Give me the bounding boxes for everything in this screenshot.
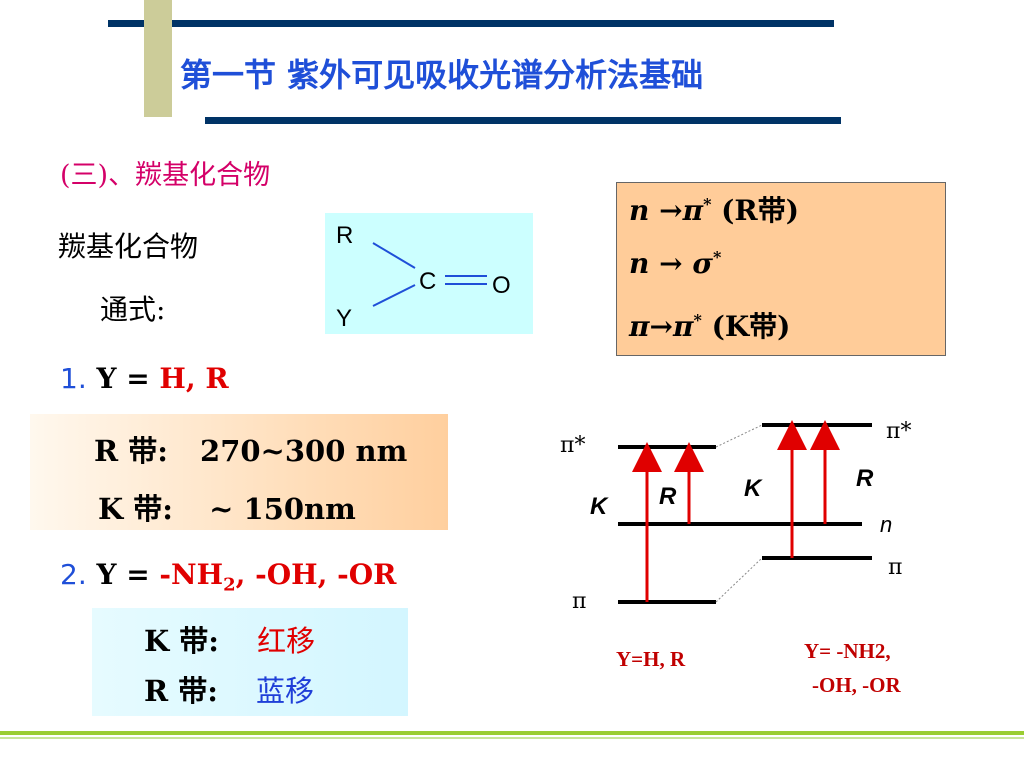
- case2-y-prefix: Y =: [86, 558, 160, 591]
- right-pi-star-label: π*: [886, 419, 911, 444]
- transition-3-band: (K带): [701, 310, 791, 343]
- case1-r-band: R 带: 270~300 nm: [94, 428, 407, 470]
- case2-r-band-label: R 带:: [144, 674, 218, 708]
- transition-3-sup: *: [693, 310, 702, 330]
- right-r-label: R: [856, 465, 874, 492]
- right-n-label: n: [880, 512, 892, 537]
- right-caption-line1: Y= -NH2,: [804, 639, 891, 663]
- energy-level-diagram: π* π π* n π K R K R Y=H, R Y= -NH2, -OH,…: [560, 419, 911, 697]
- case2-k-band: K 带: 红移: [144, 618, 315, 660]
- case2-k-band-label: K 带:: [144, 624, 220, 658]
- right-k-label: K: [744, 475, 763, 502]
- connector-pi: [715, 557, 763, 603]
- case2-r-band: R 带: 蓝移: [144, 668, 314, 710]
- transitions-box: n →π* (R带) n → σ* π→π* (K带): [616, 182, 946, 356]
- left-caption: Y=H, R: [616, 647, 686, 671]
- bond-r-c: [372, 242, 416, 269]
- transition-pi-pi-star: π→π* (K带): [629, 305, 790, 345]
- case1-r-band-value: 270~300 nm: [200, 434, 408, 468]
- case1-r-band-label: R 带:: [94, 434, 168, 468]
- case2-band-box: K 带: 红移 R 带: 蓝移: [92, 608, 408, 716]
- transition-n-pi-star: n →π* (R带): [629, 189, 799, 229]
- title-bottom-rule: [205, 117, 841, 124]
- title-accent-block: [144, 0, 172, 117]
- right-caption-line2: -OH, -OR: [812, 673, 901, 697]
- case2-y-sub: 2: [223, 574, 236, 596]
- carbonyl-structure-drawing: R Y C O: [336, 222, 511, 332]
- case2-heading: 2. Y = -NH2, -OH, -OR: [60, 558, 396, 596]
- section-heading: (三)、羰基化合物: [60, 160, 271, 191]
- case2-number: 2.: [60, 558, 87, 591]
- structure-c: C: [419, 268, 436, 295]
- left-pi-star-label: π*: [560, 433, 585, 458]
- footer-rule: [0, 731, 1024, 735]
- carbonyl-structure: R Y C O: [325, 213, 533, 334]
- case1-y-value: H, R: [159, 362, 229, 395]
- bond-y-c: [372, 284, 416, 307]
- case2-k-band-value: 红移: [257, 624, 316, 658]
- structure-o: O: [492, 272, 511, 299]
- right-pi-label: π: [888, 555, 902, 580]
- case1-number: 1.: [60, 362, 87, 395]
- left-r-label: R: [659, 483, 677, 510]
- structure-y: Y: [336, 305, 352, 332]
- case1-y-prefix: Y =: [86, 362, 160, 395]
- left-k-label: K: [590, 493, 609, 520]
- formula-label: 通式:: [100, 293, 166, 326]
- structure-r: R: [336, 222, 353, 249]
- transition-1-sup: *: [703, 194, 712, 214]
- compound-label: 羰基化合物: [58, 230, 199, 263]
- slide-title: 第一节 紫外可见吸收光谱分析法基础: [180, 56, 704, 94]
- transition-2-sup: *: [712, 247, 722, 267]
- connector-pi-star: [715, 424, 763, 448]
- transition-2-text: n → σ: [629, 247, 713, 280]
- title-top-rule: [108, 20, 834, 27]
- transition-n-sigma-star: n → σ*: [629, 247, 721, 280]
- case1-k-band-label: K 带:: [98, 492, 174, 526]
- case2-r-band-value: 蓝移: [256, 674, 315, 708]
- case2-y-value: -NH: [159, 558, 224, 591]
- transition-3-text: π→π: [629, 310, 694, 343]
- case2-y-value-rest: , -OH, -OR: [235, 558, 397, 591]
- case1-band-box: R 带: 270~300 nm K 带: ~ 150nm: [30, 414, 448, 530]
- case1-k-band: K 带: ~ 150nm: [98, 486, 356, 528]
- case1-k-band-value: ~ 150nm: [209, 492, 356, 526]
- transition-1-text: n →π: [629, 194, 704, 227]
- case1-heading: 1. Y = H, R: [60, 362, 229, 395]
- transition-1-band: (R带): [711, 194, 799, 227]
- footer-rule-light: [0, 737, 1024, 739]
- left-pi-label: π: [572, 589, 586, 614]
